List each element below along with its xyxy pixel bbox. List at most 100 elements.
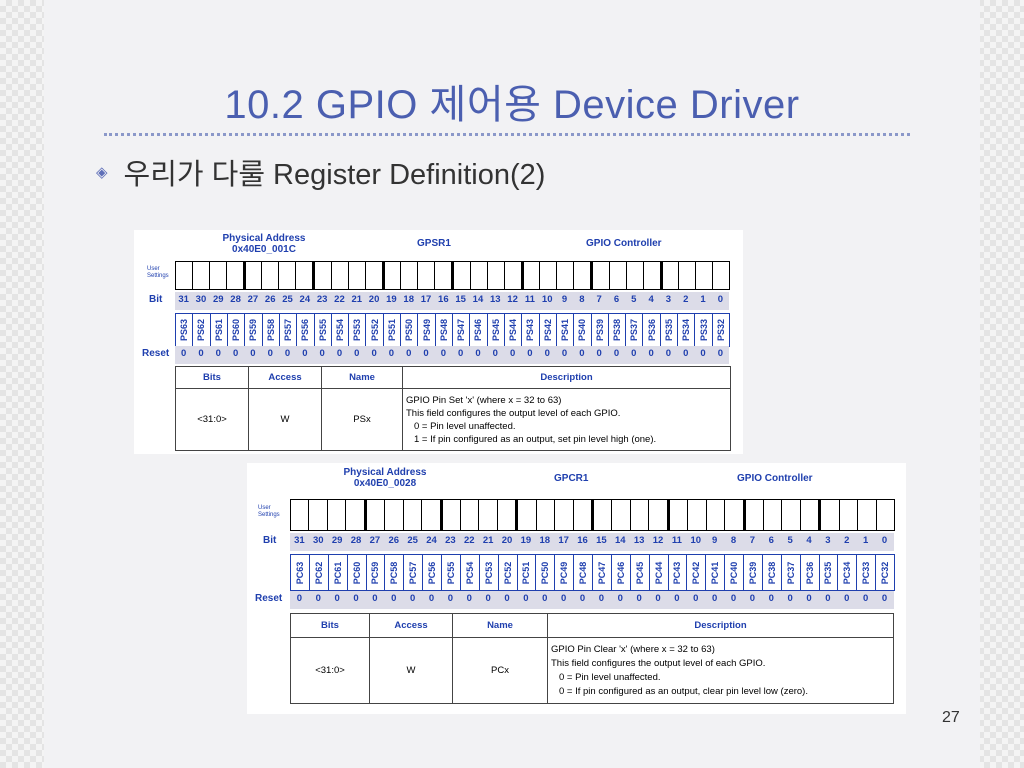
register-figure-gpcr1: Physical Address 0x40E0_0028 GPCR1 GPIO … <box>247 463 906 714</box>
bit-number: 15 <box>455 294 466 305</box>
field-name-cell: PS55 <box>315 314 332 346</box>
user-setting-cell <box>176 262 193 289</box>
field-name: PC35 <box>823 561 834 584</box>
reset-value: 0 <box>768 593 774 604</box>
bit-number: 13 <box>633 535 645 546</box>
field-name: PS42 <box>542 318 553 342</box>
field-name: PS58 <box>265 318 276 342</box>
reset-value: 0 <box>561 593 567 604</box>
bit-number: 26 <box>388 535 400 546</box>
col-description: Description <box>547 613 894 638</box>
field-name-cell: PC63 <box>291 555 310 590</box>
field-name-cell: PC47 <box>593 555 612 590</box>
field-name-cell: PS47 <box>453 314 471 346</box>
user-setting-cell <box>612 500 631 530</box>
description-line: This field configures the output level o… <box>406 407 621 419</box>
user-setting-cell <box>537 500 556 530</box>
reset-value: 0 <box>181 348 187 359</box>
field-name: PS45 <box>490 318 501 342</box>
field-name: PS54 <box>334 318 345 342</box>
reset-value: 0 <box>617 593 623 604</box>
reset-value: 0 <box>391 593 397 604</box>
user-setting-cell <box>498 500 519 530</box>
field-name-cell: PS62 <box>193 314 211 346</box>
reset-value: 0 <box>806 593 812 604</box>
field-name: PS33 <box>698 318 709 342</box>
bit-number: 13 <box>489 294 501 305</box>
bit-number: 6 <box>768 535 774 546</box>
register-unit: GPIO Controller <box>586 238 662 249</box>
bit-number: 24 <box>426 535 437 546</box>
physical-address: Physical Address 0x40E0_001C <box>204 233 324 255</box>
field-name: PS60 <box>231 318 242 342</box>
field-name: PS48 <box>438 318 449 342</box>
description-line: 1 = If pin configured as an output, set … <box>414 433 657 445</box>
user-setting-cell <box>346 500 367 530</box>
bit-number: 11 <box>671 535 682 546</box>
reset-value: 0 <box>336 348 343 359</box>
user-setting-cell <box>764 500 783 530</box>
reset-value: 0 <box>631 348 637 359</box>
reset-value: 0 <box>319 348 325 359</box>
field-description-table: Bits Access Name Description <31:0> W PS… <box>175 366 731 451</box>
field-name-cell: PC37 <box>782 555 801 590</box>
user-setting-cell <box>443 500 461 530</box>
bit-number: 2 <box>844 535 850 546</box>
field-name-cell: PS45 <box>488 314 505 346</box>
reset-value: 0 <box>509 348 516 359</box>
field-name: PC58 <box>389 561 400 584</box>
field-name: PC51 <box>521 561 532 584</box>
field-name: PC44 <box>653 561 664 584</box>
col-bits: Bits <box>290 613 370 638</box>
diamond-bullet-icon: ◈ <box>96 164 108 181</box>
user-setting-cell <box>404 500 423 530</box>
field-name: PC60 <box>351 561 362 584</box>
reset-value: 0 <box>579 348 585 359</box>
field-name: PC54 <box>464 561 475 584</box>
user-setting-cell <box>670 500 689 530</box>
reset-value: 0 <box>863 593 869 604</box>
bit-number: 20 <box>501 535 513 546</box>
reset-value: 0 <box>315 593 321 604</box>
bit-number: 12 <box>507 294 518 305</box>
bullet-text: 우리가 다룰 Register Definition(2) <box>123 159 546 191</box>
user-setting-cell <box>366 262 385 289</box>
user-setting-cell <box>210 262 227 289</box>
user-setting-cell <box>518 500 537 530</box>
physical-address-value: 0x40E0_0028 <box>353 478 417 489</box>
user-setting-cell <box>349 262 366 289</box>
reset-value: 0 <box>648 348 654 359</box>
user-setting-cell <box>332 262 349 289</box>
field-name: PC59 <box>370 561 381 584</box>
bit-number: 12 <box>652 535 664 546</box>
bit-number: 31 <box>178 294 189 305</box>
field-name-cell: PS43 <box>522 314 540 346</box>
user-setting-cell <box>627 262 644 289</box>
field-name-cell: PS36 <box>643 314 661 346</box>
field-name: PC34 <box>842 561 853 584</box>
user-setting-cell <box>725 500 746 530</box>
field-name: PS49 <box>421 318 432 342</box>
bit-number: 2 <box>683 294 689 305</box>
field-name-cell: PC49 <box>555 555 575 590</box>
cell-access: W <box>248 388 322 451</box>
user-setting-cell <box>454 262 471 289</box>
field-name-cell: PS53 <box>349 314 367 346</box>
user-setting-cell <box>385 500 404 530</box>
reset-value: 0 <box>693 593 699 604</box>
field-name: PS32 <box>715 318 726 342</box>
field-name-cell: PS58 <box>263 314 280 346</box>
bit-number: 4 <box>806 535 812 546</box>
reset-value: 0 <box>410 593 416 604</box>
field-name: PS44 <box>508 318 519 342</box>
user-setting-cell <box>435 262 454 289</box>
field-name-cell: PC40 <box>725 555 744 590</box>
physical-address: Physical Address 0x40E0_0028 <box>325 467 445 489</box>
user-setting-cell <box>479 500 498 530</box>
reset-value: 0 <box>613 348 620 359</box>
user-setting-cell <box>644 262 663 289</box>
user-setting-cell <box>262 262 280 289</box>
bit-number: 9 <box>561 294 568 305</box>
field-name: PS35 <box>663 318 674 342</box>
field-name: PS62 <box>196 318 207 342</box>
